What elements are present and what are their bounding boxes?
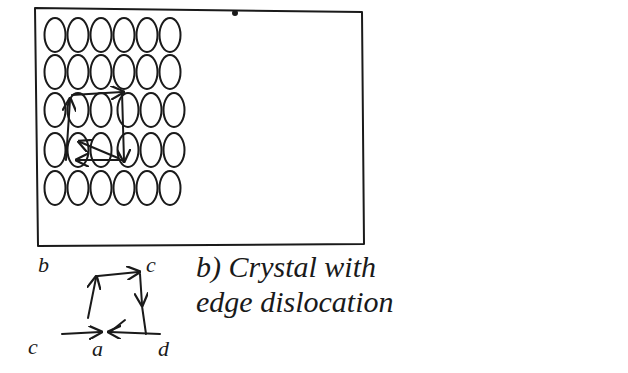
atom [114,18,135,52]
burgers-circuit [122,92,124,160]
atom [68,55,89,89]
point-label: c [146,254,156,276]
circuit-figure [110,332,160,334]
atom [114,55,135,89]
atom [45,55,66,89]
atom [68,133,89,167]
circuit-figure [140,274,142,304]
circuit-figure [98,272,138,276]
atom [160,55,181,89]
circuit-figure [62,332,100,334]
atom [137,55,158,89]
circuit-figure [110,320,125,332]
crystal-frame [35,8,364,246]
atom [164,93,185,127]
atom [118,93,139,127]
atom [91,171,112,205]
atom [45,93,66,127]
atom [45,133,66,167]
atom [91,93,112,127]
atom [160,171,181,205]
atom [164,133,185,167]
atom [137,171,158,205]
atom [45,18,66,52]
point-label: c [28,336,38,358]
atom [160,18,181,52]
circuit-figure [142,306,146,334]
figure-caption: b) Crystal with edge dislocation [196,250,426,319]
atom [68,18,89,52]
point-label: d [158,338,169,360]
point-label: b [38,254,49,276]
point-label: a [92,338,103,360]
burgers-circuit [72,92,122,95]
atom [68,93,89,127]
atom [68,171,89,205]
atom [114,171,135,205]
atom [91,18,112,52]
ink-dot [233,11,237,15]
atom [118,133,139,167]
atom [91,55,112,89]
atom [137,18,158,52]
burgers-vector [80,142,118,158]
atom [141,93,162,127]
atom [141,133,162,167]
burgers-circuit [78,159,124,161]
atom-grid [45,18,185,205]
burgers-circuit [66,100,70,160]
circuit-figure [88,278,96,318]
atom [45,171,66,205]
